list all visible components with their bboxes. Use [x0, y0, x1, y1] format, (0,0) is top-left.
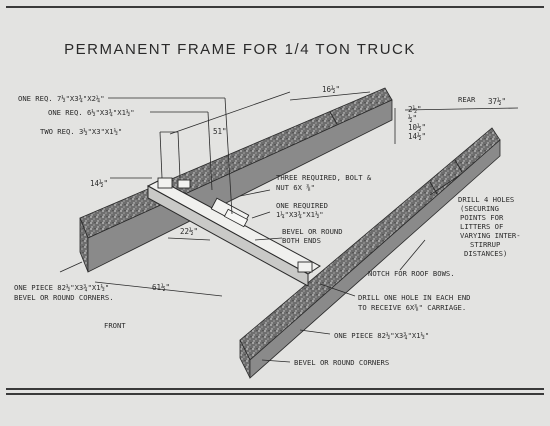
notch-mark-2 [429, 181, 438, 195]
label-drill1-1: DRILL ONE HOLE IN EACH END [358, 293, 471, 302]
label-part-a: ONE REQ. 7½"X3¾"X2¼" [18, 94, 105, 103]
dim-rear-3: 10½" [408, 123, 426, 132]
leader-bevel-both [254, 237, 283, 241]
diagram-title: PERMANENT FRAME FOR 1/4 TON TRUCK [64, 41, 416, 58]
dim-rear-2: ½" [408, 114, 417, 123]
leader-bevel-corners [261, 359, 291, 363]
dim-37: 37½" [488, 97, 506, 106]
leader-one-req [251, 211, 271, 219]
dim-16-line [289, 91, 371, 101]
dim-37-line [404, 107, 519, 111]
dim-51: 51" [213, 127, 227, 136]
dim-rear-1: 2½" [408, 105, 422, 114]
leader-notch [399, 239, 426, 271]
label-left-piece-1: ONE PIECE 82½"X3¾"X1½" [14, 283, 109, 292]
label-part-c: TWO REQ. 3½"X3"X1½" [40, 127, 122, 136]
label-one-req-1: ONE REQUIRED [276, 201, 328, 210]
label-bevel-corners: BEVEL OR ROUND CORNERS [294, 358, 389, 367]
leader-part-b-drop [207, 111, 213, 191]
dim-61-line [94, 281, 223, 297]
leader-part-a-drop [224, 97, 233, 215]
label-bevel-both-2: BOTH ENDS [282, 236, 321, 245]
right-rail-side [249, 139, 501, 379]
label-drill4-3: POINTS FOR [460, 213, 504, 222]
label-notch: NOTCH FOR ROOF BOWS. [368, 269, 455, 278]
left-rail-side [87, 99, 393, 273]
dim-22-line [167, 237, 211, 241]
bottom-border-outer [6, 393, 544, 395]
leader-part-c-drop-2 [159, 131, 163, 179]
dim-rear-4: 14½" [408, 132, 426, 141]
dim-51-line [169, 91, 291, 135]
leader-right-piece [299, 329, 331, 335]
dim-14: 14½" [90, 179, 108, 188]
block-left [157, 177, 173, 189]
label-drill4-2: (SECURING [460, 204, 499, 213]
leader-drill4 [429, 174, 461, 196]
block-center-top [223, 208, 249, 228]
label-front: FRONT [104, 321, 126, 330]
label-part-b: ONE REQ. 6½"X3¾"X1½" [48, 108, 135, 117]
block-right [297, 261, 313, 273]
label-bevel-both-1: BEVEL OR ROUND [282, 227, 343, 236]
label-drill4-5: VARYING INTER- [460, 231, 521, 240]
block-rear [177, 179, 191, 189]
leader-part-c-drop [177, 131, 181, 179]
bottom-border-inner [6, 388, 544, 390]
dim-22: 22½" [180, 227, 198, 236]
dim-16: 16½" [322, 85, 340, 94]
dim-61: 61½" [152, 283, 170, 292]
label-drill4-6: STIRRUP [470, 240, 500, 249]
label-rear: REAR [458, 95, 476, 104]
top-border [6, 6, 544, 8]
label-three-req-2: NUT 6X ⅜" [276, 183, 315, 192]
label-left-piece-2: BEVEL OR ROUND CORNERS. [14, 293, 114, 302]
label-drill1-2: TO RECEIVE 6X⅜" CARRIAGE. [358, 303, 466, 312]
label-drill4-7: DISTANCES) [464, 249, 507, 258]
label-drill4-1: DRILL 4 HOLES [458, 195, 514, 204]
leader-three-req [239, 189, 271, 197]
label-one-req-2: 1¼"X3¾"X1½" [276, 210, 324, 219]
notch-mark-1 [454, 159, 463, 173]
notch-mark-3 [329, 111, 338, 125]
label-three-req-1: THREE REQUIRED, BOLT & [276, 173, 372, 182]
label-right-piece: ONE PIECE 82½"X3¾"X1½" [334, 331, 429, 340]
leader-left-piece [59, 261, 83, 273]
leader-drill-one [319, 283, 356, 297]
cross-member-side [147, 185, 309, 287]
label-drill4-4: LITTERS OF [460, 222, 503, 231]
